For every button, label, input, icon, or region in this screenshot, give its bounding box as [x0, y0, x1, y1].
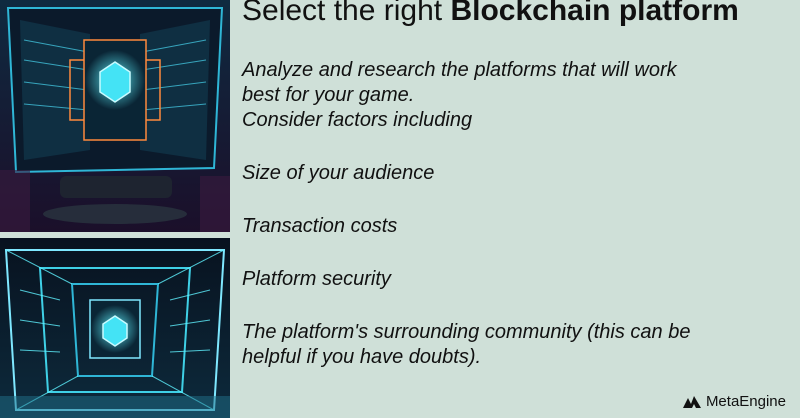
monitor-stand	[60, 176, 172, 198]
title-plain: Select the right	[242, 0, 451, 27]
blockchain-illustration	[0, 0, 230, 418]
body-line: The platform's surrounding community (th…	[242, 321, 691, 343]
body-line: Consider factors including	[242, 109, 473, 131]
monitor-base	[43, 204, 187, 224]
brand-logo: MetaEngine	[682, 393, 786, 410]
illustration-panel	[0, 0, 230, 418]
title-bold: Blockchain platform	[450, 0, 739, 27]
factor-costs: Transaction costs	[242, 215, 398, 237]
slide-title: Select the right Blockchain platform	[242, 0, 739, 28]
body-line: best for your game.	[242, 84, 415, 106]
cube-icon	[99, 61, 131, 103]
factor-audience: Size of your audience	[242, 162, 435, 184]
factor-security: Platform security	[242, 268, 391, 290]
tunnel-cube-icon	[102, 315, 128, 347]
slide-body: Analyze and research the platforms that …	[242, 58, 782, 370]
metaengine-logo-icon	[682, 395, 701, 408]
body-line: helpful if you have doubts).	[242, 346, 482, 368]
brand-name: MetaEngine	[705, 393, 786, 410]
body-line: Analyze and research the platforms that …	[242, 59, 677, 81]
